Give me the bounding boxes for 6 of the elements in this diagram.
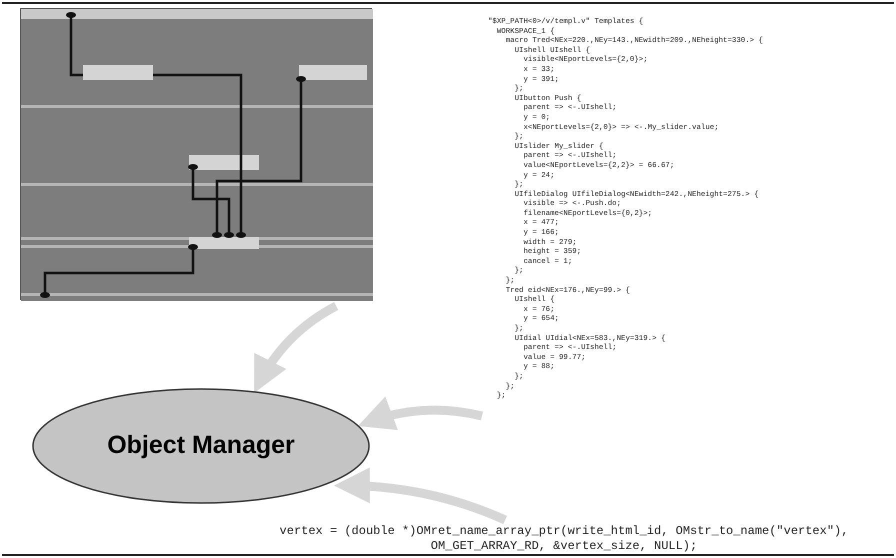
arrow — [334, 468, 507, 524]
ellipse-label: Object Manager — [107, 430, 295, 462]
code-line: vertex = (double *)OMret_name_array_ptr(write_html_id, OMstr_to_name("vertex"), — [280, 524, 848, 539]
code-line: OM_GET_ARRAY_RD, &vertex_size, NULL); — [430, 539, 698, 554]
arrow — [254, 302, 338, 393]
arrow — [358, 396, 483, 431]
